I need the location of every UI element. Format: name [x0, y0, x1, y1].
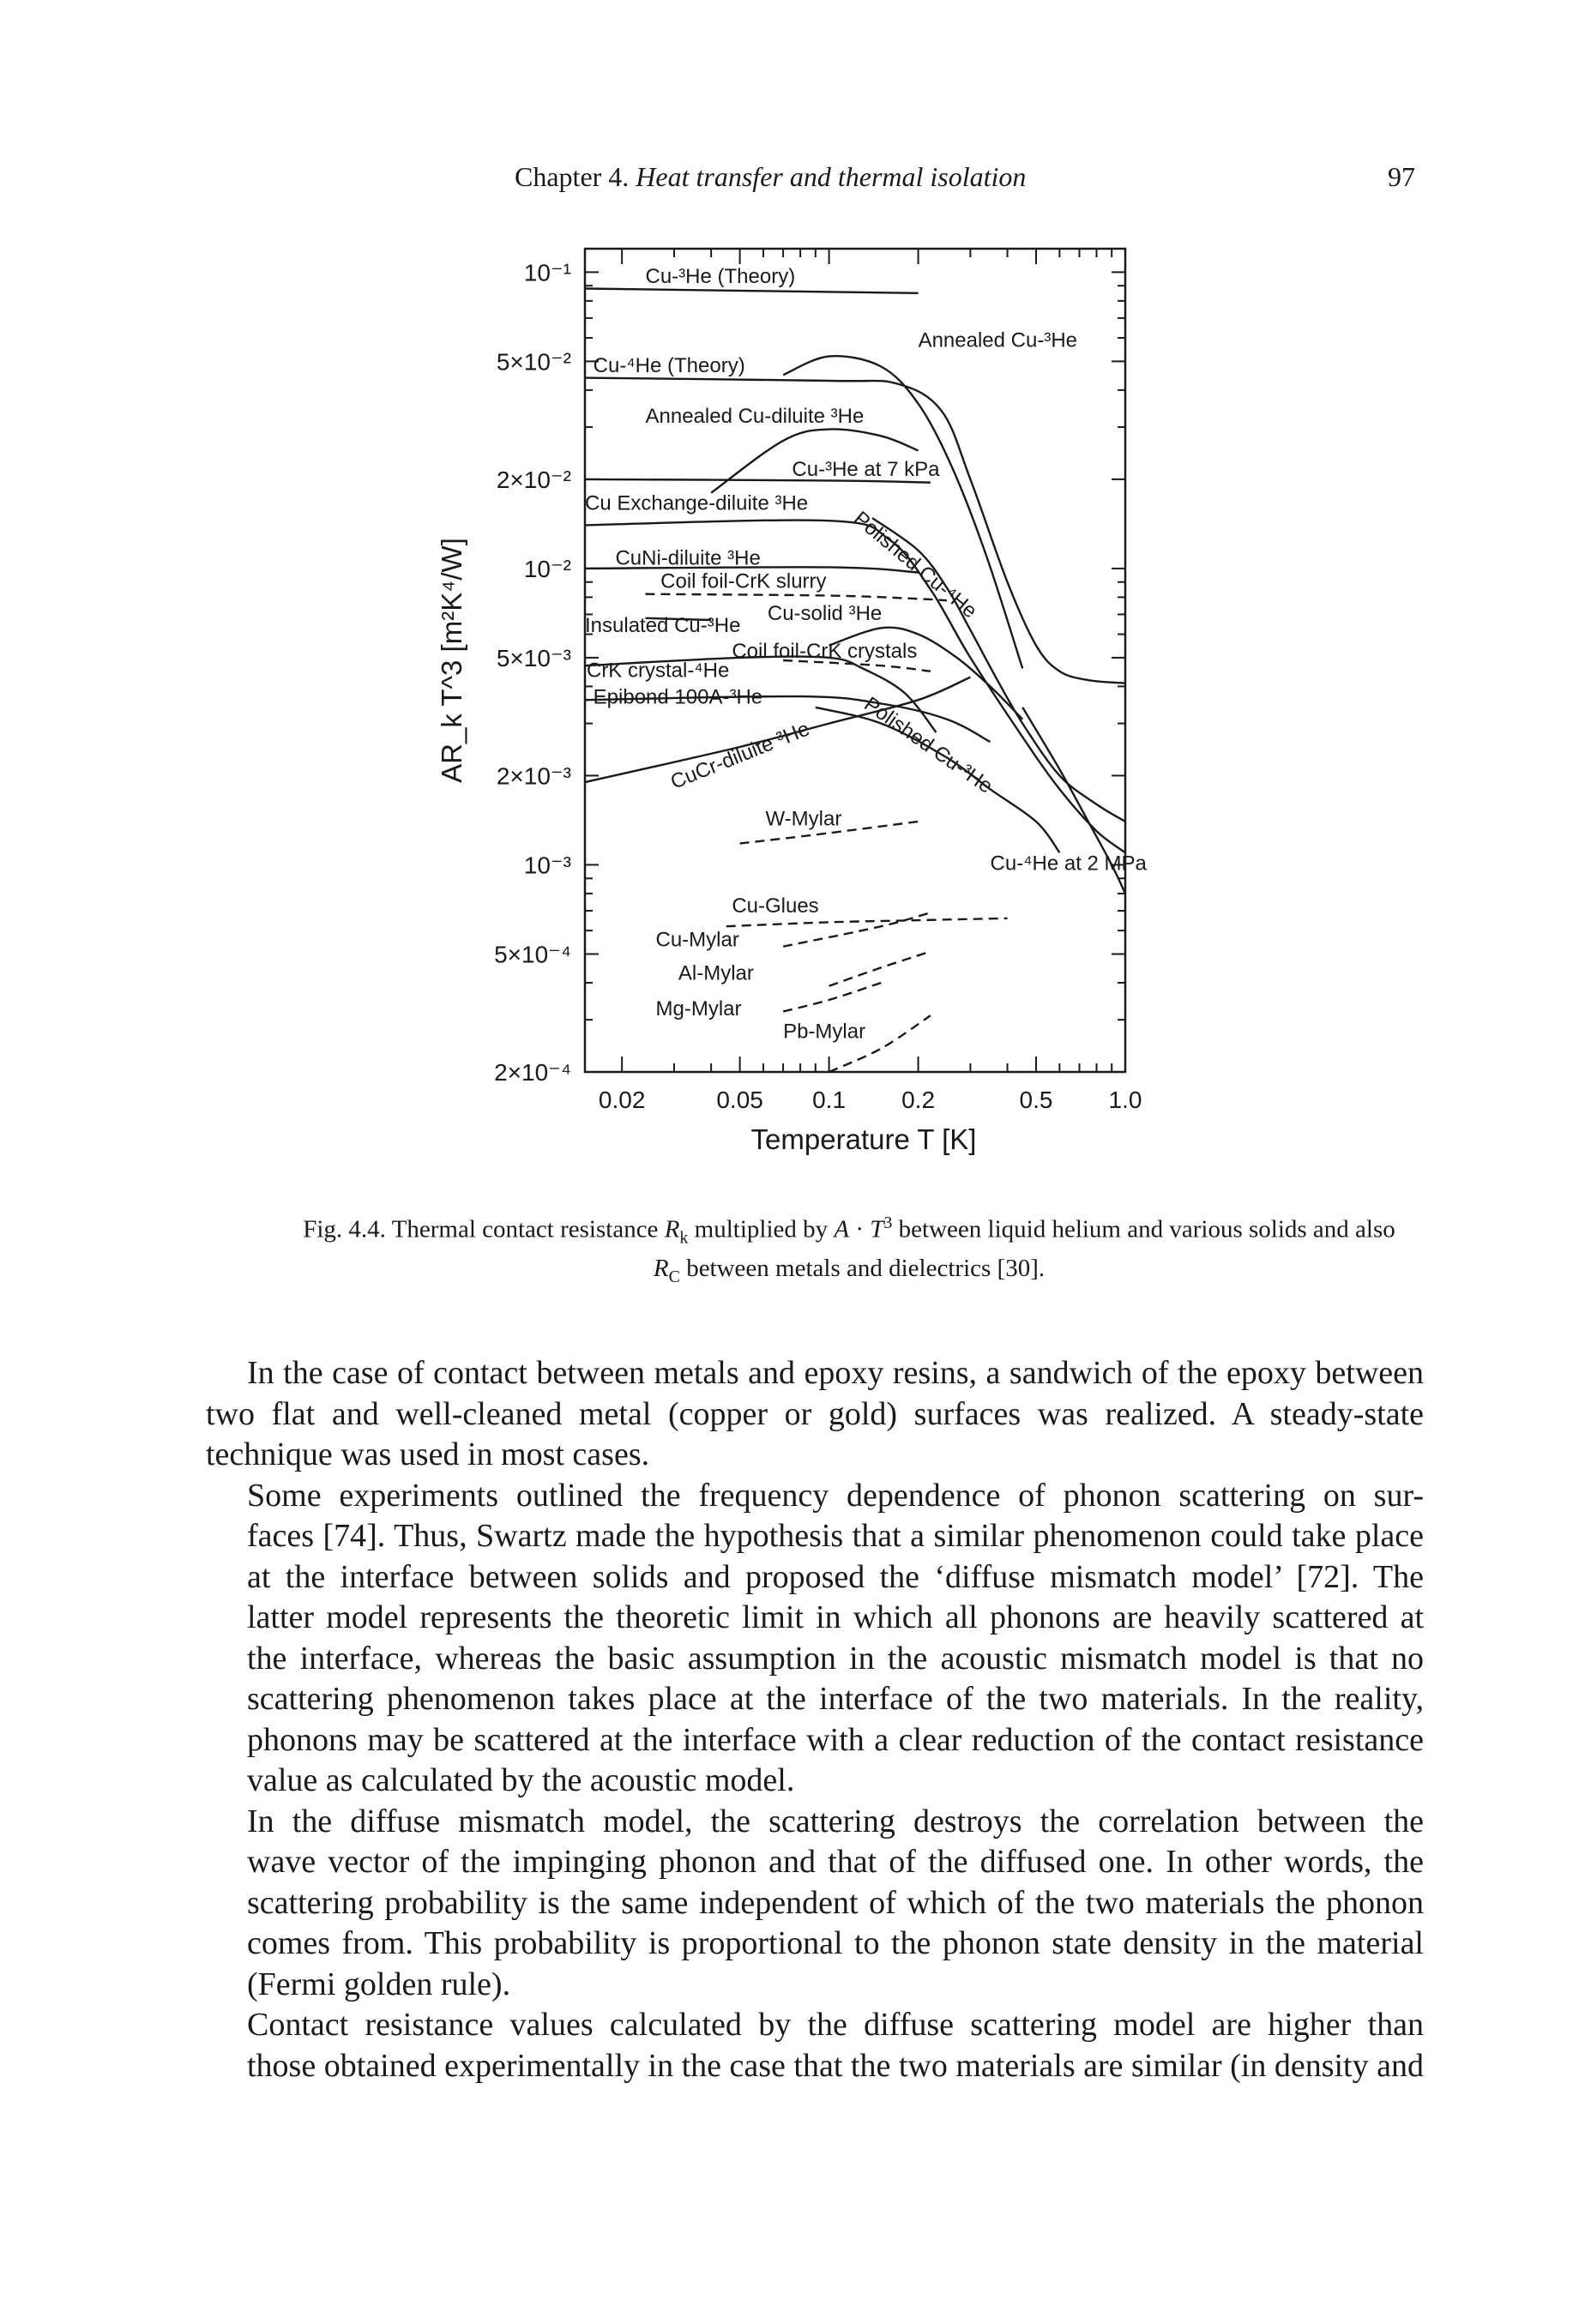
- series-line-2: [782, 354, 1024, 669]
- paragraph-1: In the case of contact between metals an…: [206, 1353, 1424, 1476]
- text-line: scattering phenomenon takes place at the…: [247, 1681, 1424, 1717]
- curve-label: Coil foil-CrK slurry: [660, 570, 826, 593]
- text-line: comes from. This probability is proporti…: [247, 1925, 1424, 1961]
- series-line-0: [585, 287, 919, 294]
- series-line-11: [783, 659, 931, 672]
- text-line: (Fermi golden rule).: [247, 1966, 511, 2002]
- text-line: two flat and well-cleaned metal (copper …: [206, 1395, 1424, 1432]
- paragraph-3: In the diffuse mismatch model, the scatt…: [206, 1802, 1424, 2006]
- figure-4-4: 0.02 0.05 0.1 0.2 0.5 1.0 10⁻¹ 5×10⁻² 2×10⁻² 10⁻²…: [420, 232, 1175, 1175]
- text-line: wave vector of the impinging phonon and …: [247, 1844, 1424, 1880]
- caption-line-1: Fig. 4.4. Thermal contact resistance Rk …: [303, 1213, 1395, 1248]
- chapter-heading: Chapter 4. Heat transfer and thermal iso…: [515, 161, 1026, 193]
- text-line: Some experiments outlined the frequency …: [247, 1477, 1424, 1514]
- x-tick-label: 0.05: [716, 1087, 763, 1113]
- series-line-6: [871, 517, 1125, 823]
- x-axis-label: Temperature T [K]: [751, 1123, 977, 1155]
- figure-caption: Fig. 4.4. Thermal contact resistance Rk …: [274, 1207, 1424, 1292]
- text-line: Contact resistance values calculated by …: [247, 2007, 1424, 2043]
- text-line: In the diffuse mismatch model, the scatt…: [247, 1803, 1424, 1839]
- chapter-prefix: Chapter 4.: [515, 161, 630, 192]
- curve-label: Epibond 100A-³He: [594, 685, 762, 708]
- y-tick-label: 10⁻³: [524, 852, 571, 878]
- text-line: In the case of contact between metals an…: [247, 1355, 1424, 1391]
- text-line: latter model represents the theoretic li…: [247, 1599, 1424, 1635]
- thermal-contact-chart: 0.02 0.05 0.1 0.2 0.5 1.0 10⁻¹ 5×10⁻² 2×10⁻² 10⁻²…: [436, 247, 1148, 1155]
- series-line-14: [585, 676, 971, 784]
- chapter-title: Heat transfer and thermal isolation: [636, 161, 1027, 192]
- series-line-15: [815, 706, 1061, 853]
- y-tick-label: 10⁻¹: [524, 259, 571, 286]
- series-line-19: [782, 912, 931, 948]
- curve-label: Cu-Glues: [732, 894, 818, 918]
- page-number: 97: [1388, 161, 1415, 192]
- series-line-20: [829, 950, 931, 987]
- curve-label: Cu Exchange-diluite ³He: [585, 491, 808, 515]
- curve-label: CuNi-diluite ³He: [615, 546, 760, 569]
- series-line-21: [782, 981, 882, 1013]
- y-tick-label: 2×10⁻³: [497, 762, 571, 789]
- text-line: faces [74]. Thus, Swartz made the hypoth…: [247, 1518, 1424, 1554]
- paragraph-4: Contact resistance values calculated by …: [206, 2005, 1424, 2086]
- curve-label-rotated: Polished Cu-³He: [859, 693, 997, 798]
- series-line-3: [710, 428, 919, 494]
- curve-label: Cu-Mylar: [656, 929, 739, 952]
- curve-label: Pb-Mylar: [783, 1021, 865, 1044]
- y-tick-label: 5×10⁻⁴: [494, 941, 571, 967]
- x-tick-label: 1.0: [1109, 1087, 1142, 1113]
- x-tick-label: 0.1: [812, 1087, 846, 1113]
- text-line: value as calculated by the acoustic mode…: [247, 1762, 795, 1798]
- series-line-17: [1021, 707, 1125, 894]
- x-tick-label: 0.2: [901, 1087, 935, 1113]
- curve-label: Insulated Cu-³He: [585, 614, 740, 637]
- y-tick-label: 2×10⁻²: [497, 467, 571, 493]
- text-line: technique was used in most cases.: [206, 1436, 650, 1472]
- curve-label: Coil foil-CrK crystals: [732, 640, 917, 663]
- curve-label-rotated: CuCr-diluite ³He: [667, 717, 813, 793]
- running-head: Chapter 4. Heat transfer and thermal iso…: [515, 161, 1415, 204]
- curve-label: Al-Mylar: [678, 961, 754, 984]
- text-line: the interface, whereas the basic assumpt…: [247, 1640, 1424, 1677]
- curve-label: W-Mylar: [765, 807, 841, 830]
- y-tick-label: 5×10⁻²: [497, 348, 571, 375]
- series-line-12: [585, 655, 937, 733]
- paragraph-2: Some experiments outlined the frequency …: [206, 1476, 1424, 1802]
- y-tick-label: 5×10⁻³: [497, 645, 571, 671]
- y-tick-label: 10⁻²: [524, 556, 571, 582]
- series-line-5: [585, 519, 1125, 854]
- y-axis-label: AR_k T^3 [m²K⁴/W]: [436, 538, 467, 783]
- curve-label: Cu-³He (Theory): [646, 265, 796, 288]
- text-line: those obtained experimentally in the cas…: [247, 2047, 1424, 2084]
- series-line-10: [829, 626, 1024, 720]
- series-line-4: [585, 478, 931, 484]
- curve-label: Mg-Mylar: [656, 997, 742, 1021]
- curve-label: Annealed Cu-³He: [919, 328, 1077, 352]
- series-line-9: [645, 617, 712, 622]
- curve-label: Cu-³He at 7 kPa: [792, 458, 940, 481]
- x-tick-label: 0.02: [599, 1087, 646, 1113]
- text-line: at the interface between solids and prop…: [247, 1558, 1424, 1595]
- curve-label: Cu-⁴He at 2 MPa: [991, 852, 1148, 876]
- text-line: phonons may be scattered at the interfac…: [247, 1721, 1424, 1758]
- series-line-1: [585, 376, 1125, 684]
- text-line: scattering probability is the same indep…: [247, 1884, 1424, 1921]
- curve-label: CrK crystal-⁴He: [587, 659, 729, 683]
- series-line-7: [585, 566, 919, 574]
- series-line-18: [726, 917, 1008, 928]
- series-line-8: [645, 593, 948, 602]
- body-text: In the case of contact between metals an…: [206, 1353, 1424, 2086]
- series-line-16: [739, 820, 919, 845]
- curve-label: Cu-solid ³He: [768, 602, 882, 625]
- y-tick-label: 2×10⁻⁴: [494, 1059, 571, 1086]
- x-tick-label: 0.5: [1020, 1087, 1053, 1113]
- curve-label: Cu-⁴He (Theory): [594, 354, 745, 377]
- plot-frame: [583, 247, 1127, 1074]
- caption-line-2: RC between metals and dielectrics [30].: [653, 1255, 1046, 1287]
- series-line-13: [585, 695, 991, 744]
- curve-label: Annealed Cu-diluite ³He: [646, 405, 865, 428]
